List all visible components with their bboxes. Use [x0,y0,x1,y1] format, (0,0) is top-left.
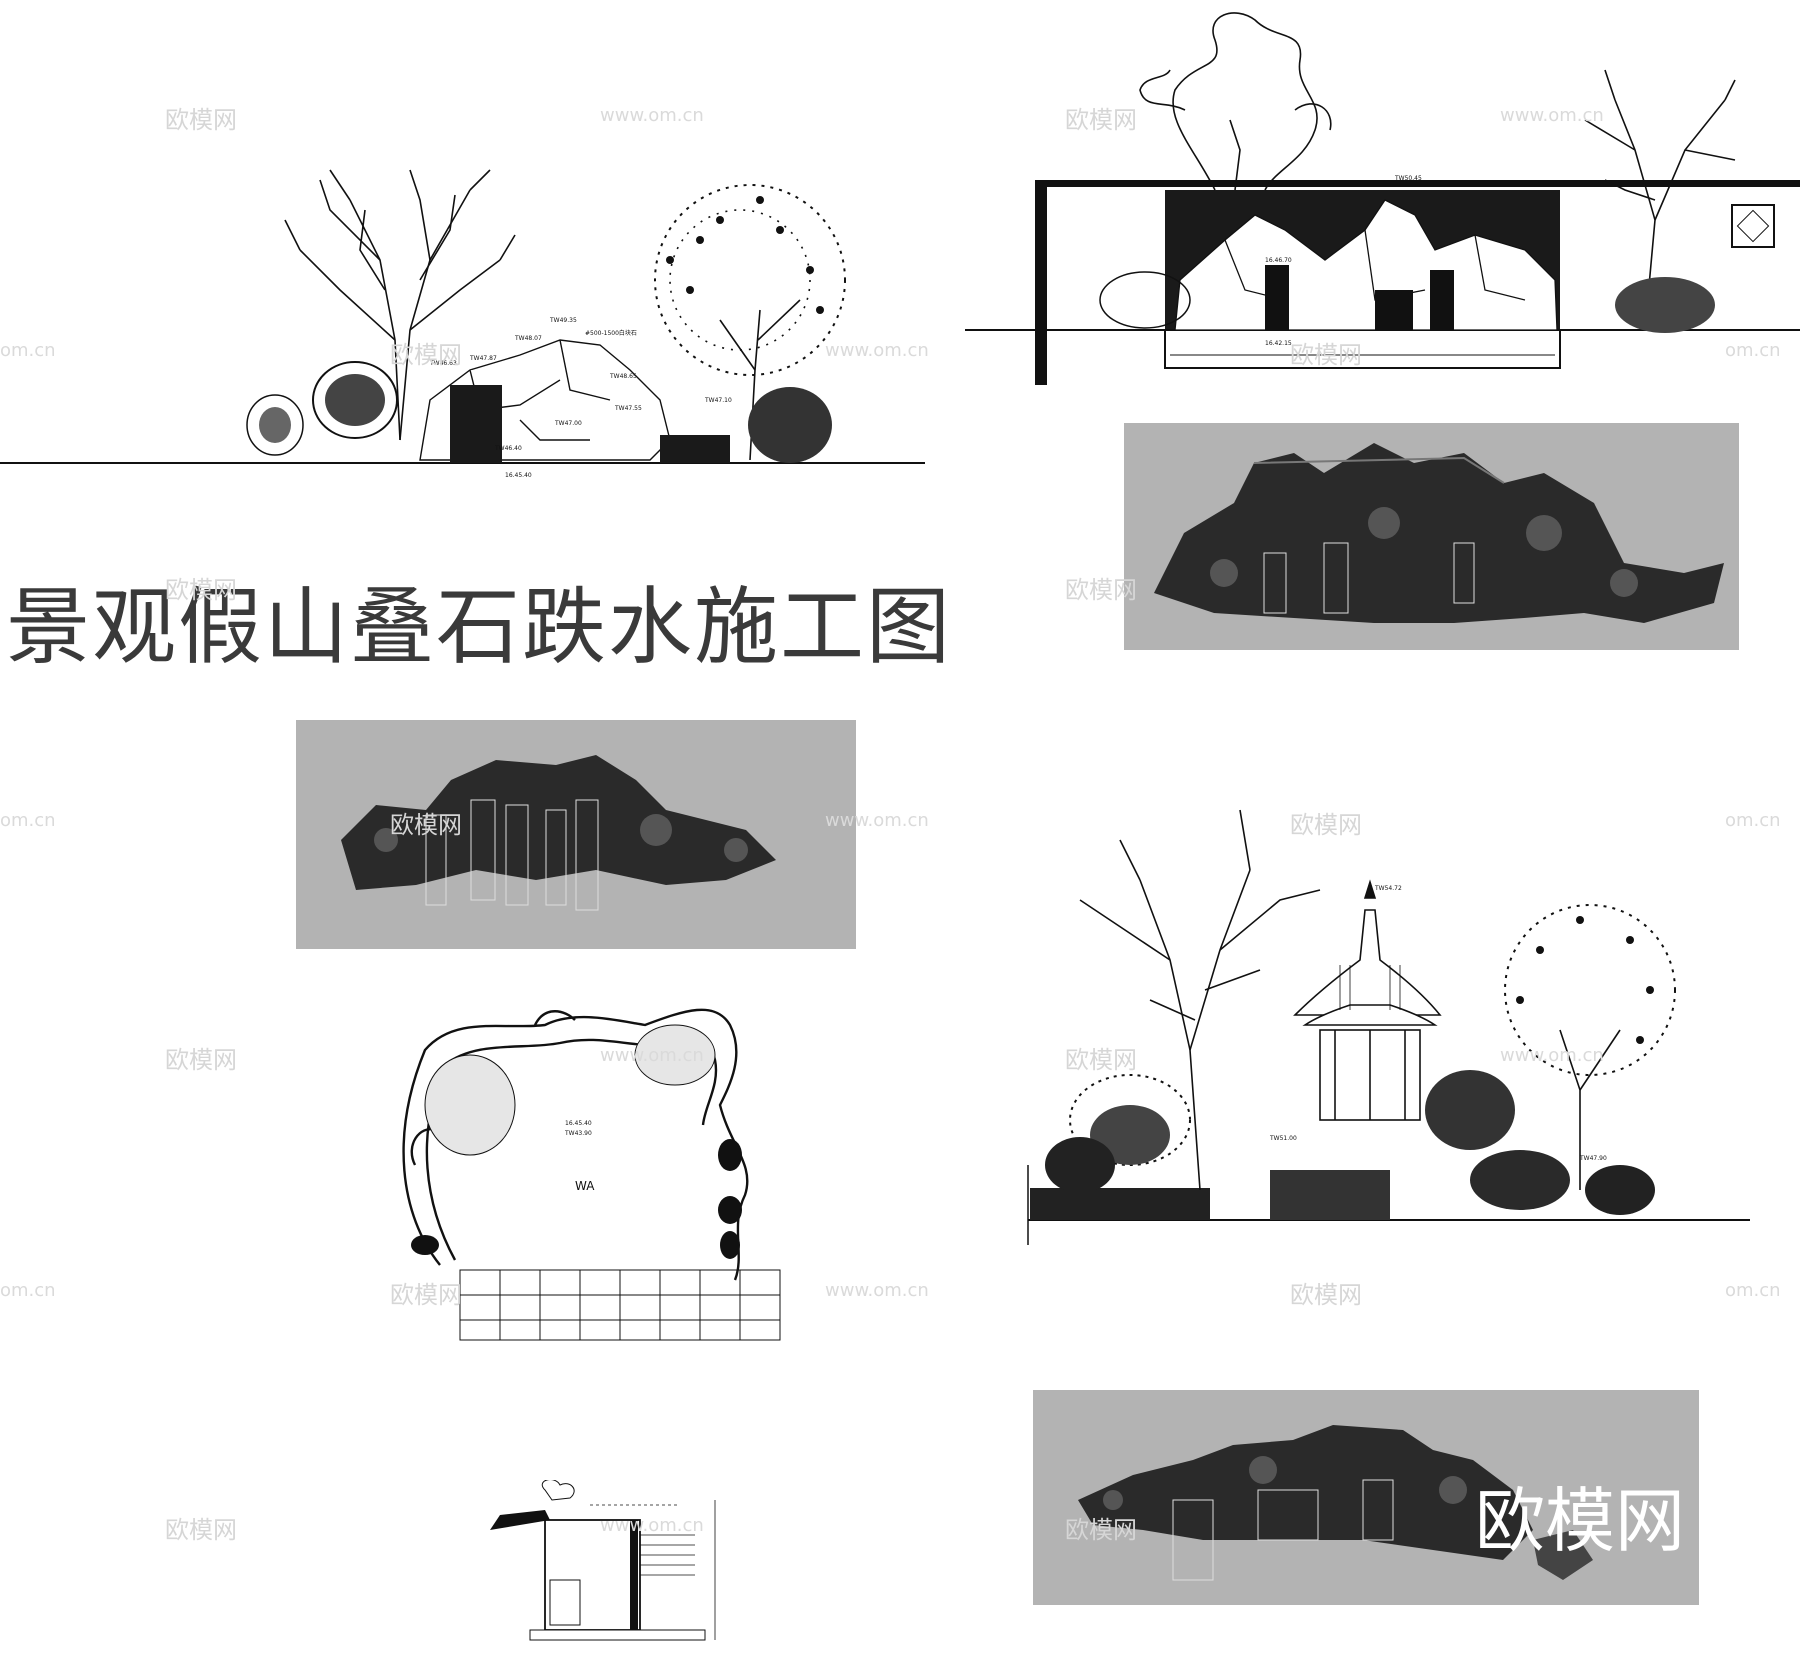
watermark-url: om.cn [0,810,56,831]
watermark-url: www.om.cn [600,1045,704,1066]
watermark-logo: 欧模网 [165,1516,237,1544]
callout: TW47.10 [704,397,732,404]
plan-mark: 16.45.40 [565,1120,592,1127]
watermark-url: om.cn [0,1280,56,1301]
watermark-logo: 欧模网 [1065,576,1137,604]
watermark-logo: 欧模网 [165,1046,237,1074]
rockery-plan-c: 16.45.40 TW43.90 WA [402,1008,781,1341]
watermark-url: www.om.cn [600,105,704,126]
elev-mark: TW50.45 [1394,175,1422,182]
watermark-url: om.cn [1725,1280,1781,1301]
watermark-logo: 欧模网 [165,576,237,604]
watermark-url: www.om.cn [1500,1045,1604,1066]
elev-mark: 16.42.15 [1265,340,1292,347]
watermark-url: www.om.cn [825,1280,929,1301]
watermark-url: om.cn [1725,340,1781,361]
rockery-elevation-a: TW46.63 TW47.87 TW48.07 TW49.35 #500-150… [0,169,925,479]
callout: TW47.87 [469,355,497,362]
callout: TW46.63 [429,360,457,367]
watermark-logo: 欧模网 [390,811,462,839]
callout: TW46.40 [494,445,522,452]
watermark-logo: 欧模网 [1065,106,1137,134]
watermark-url: www.om.cn [600,1515,704,1536]
rockery-render-3 [1033,1390,1699,1605]
elev-mark: TW47.90 [1579,1155,1607,1162]
callout: TW48.65 [609,373,637,380]
watermark-url: om.cn [1725,810,1781,831]
rockery-render-1 [1124,423,1739,650]
elev-mark: TW51.00 [1269,1135,1297,1142]
callout: TW47.55 [614,405,642,412]
pavilion-elevation: TW54.72 TW51.00 TW47.90 [1027,809,1750,1245]
rockery-render-2 [296,720,856,949]
callout: TW49.35 [549,317,577,324]
waterfall-section-detail [490,1480,716,1641]
watermark-url: om.cn [0,340,56,361]
watermark-logo: 欧模网 [1290,811,1362,839]
ground-mark: 16.45.40 [505,472,532,479]
callout: #500-1500白块石 [585,329,637,337]
watermark-logo: 欧模网 [390,341,462,369]
watermark-url: www.om.cn [1500,105,1604,126]
watermark-url: www.om.cn [825,340,929,361]
page-title: 景观假山叠石跌水施工图 [6,578,953,676]
watermark-logo: 欧模网 [1065,1516,1137,1544]
watermark-logo: 欧模网 [165,106,237,134]
water-wall-block [450,385,502,463]
watermark-logo: 欧模网 [390,1281,462,1309]
rockery-section-b: TW50.45 16.46.70 16.42.15 [965,12,1800,385]
elev-mark: TW54.72 [1374,885,1402,892]
watermark-logo: 欧模网 [1290,1281,1362,1309]
watermark-logo: 欧模网 [1290,341,1362,369]
watermark-url: www.om.cn [825,810,929,831]
watermark-logo: 欧模网 [1065,1046,1137,1074]
plan-label: WA [575,1179,595,1193]
callout: TW47.00 [554,420,582,427]
callout: TW48.07 [514,335,542,342]
plan-mark: TW43.90 [564,1130,592,1137]
brand-watermark: 欧模网 [1475,1480,1685,1562]
elev-mark: 16.46.70 [1265,257,1292,264]
